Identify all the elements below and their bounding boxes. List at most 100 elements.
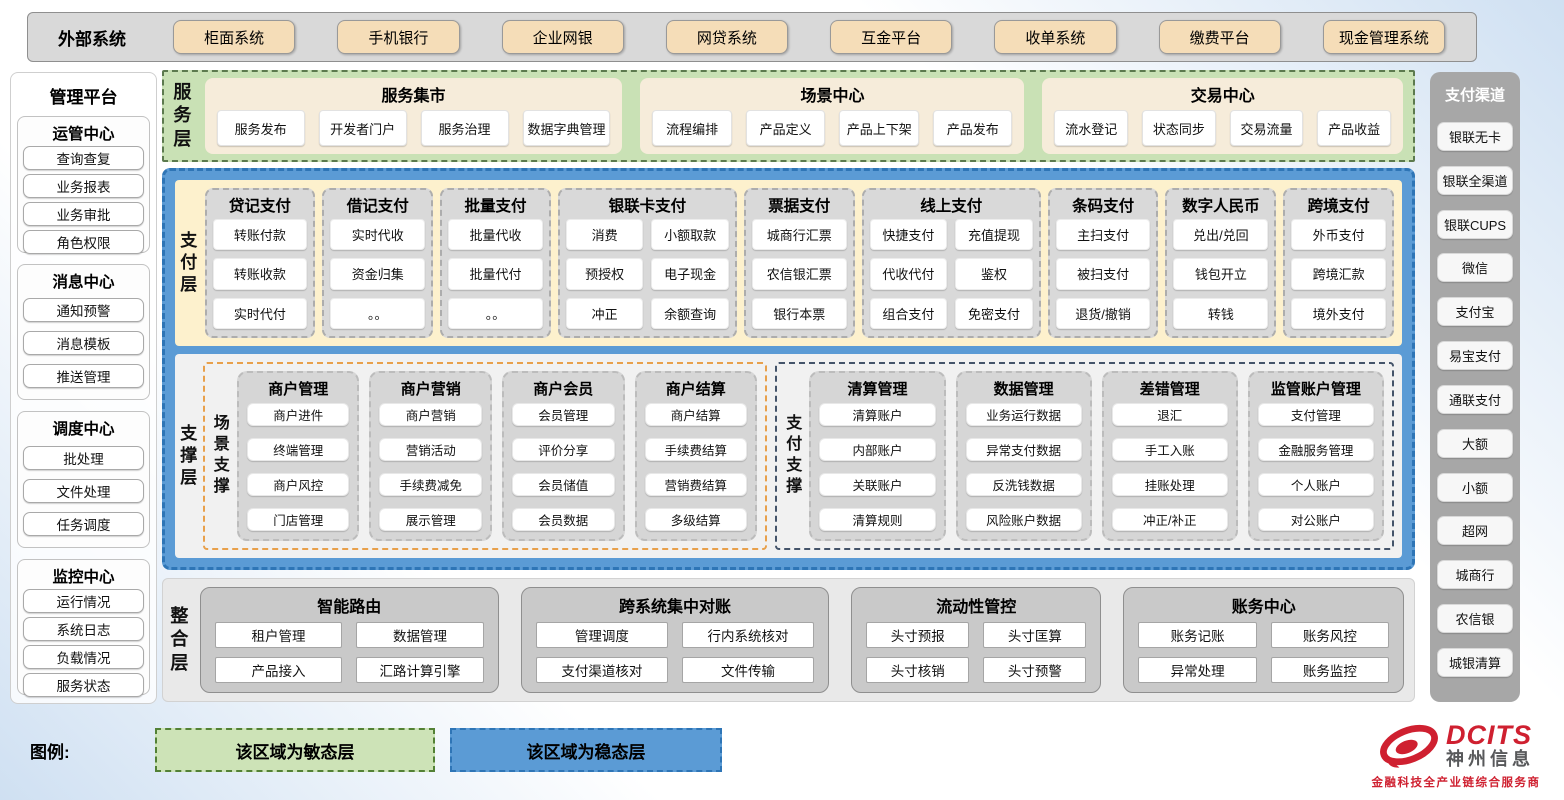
support-item-button[interactable]: 评价分享 [512,438,615,461]
support-item-button[interactable]: 商户风控 [246,473,350,496]
support-item-button[interactable]: 风险账户数据 [965,508,1082,531]
payment-item-button[interactable]: 小额取款 [651,219,729,251]
payment-item-button[interactable]: 快捷支付 [869,219,948,251]
payment-channel-button[interactable]: 支付宝 [1437,297,1513,327]
service-item-button[interactable]: 开发者门户 [318,110,407,146]
payment-channel-button[interactable]: 大额 [1437,428,1513,458]
payment-item-button[interactable]: 城商行汇票 [751,219,847,251]
integration-item-button[interactable]: 支付渠道核对 [535,657,668,683]
management-item-button[interactable]: 文件处理 [23,478,144,503]
support-item-button[interactable]: 手工入账 [1111,438,1228,461]
payment-item-button[interactable]: 。。 [448,297,543,329]
integration-item-button[interactable]: 管理调度 [535,622,668,648]
payment-channel-button[interactable]: 银联CUPS [1437,209,1513,239]
integration-item-button[interactable]: 汇路计算引擎 [356,657,484,683]
external-system-button[interactable]: 缴费平台 [1158,20,1281,54]
support-item-button[interactable]: 商户营销 [379,403,482,426]
payment-item-button[interactable]: 实时代付 [212,297,308,329]
support-item-button[interactable]: 冲正/补正 [1111,508,1228,531]
payment-channel-button[interactable]: 城商行 [1437,560,1513,590]
service-item-button[interactable]: 状态同步 [1142,110,1216,146]
payment-item-button[interactable]: 预授权 [565,258,644,290]
support-item-button[interactable]: 业务运行数据 [965,403,1082,426]
external-system-button[interactable]: 网贷系统 [665,20,788,54]
support-item-button[interactable]: 营销费结算 [644,473,748,496]
payment-item-button[interactable]: 转账付款 [212,219,308,251]
payment-channel-button[interactable]: 通联支付 [1437,384,1513,414]
management-item-button[interactable]: 业务审批 [23,202,144,226]
payment-item-button[interactable]: 代收代付 [869,258,948,290]
external-system-button[interactable]: 企业网银 [501,20,624,54]
support-item-button[interactable]: 反洗钱数据 [965,473,1082,496]
support-item-button[interactable]: 对公账户 [1257,508,1374,531]
payment-item-button[interactable]: 批量代收 [448,219,543,251]
management-item-button[interactable]: 批处理 [23,445,144,470]
service-item-button[interactable]: 交易流量 [1229,110,1304,146]
service-item-button[interactable]: 产品收益 [1317,110,1391,146]
integration-item-button[interactable]: 头寸核销 [866,657,970,683]
management-item-button[interactable]: 查询查复 [23,146,144,170]
payment-item-button[interactable]: 批量代付 [448,258,543,290]
support-item-button[interactable]: 清算账户 [819,403,936,426]
integration-item-button[interactable]: 数据管理 [356,622,484,648]
support-item-button[interactable]: 会员数据 [512,508,615,531]
support-item-button[interactable]: 手续费减免 [379,473,482,496]
support-item-button[interactable]: 支付管理 [1257,403,1374,426]
support-item-button[interactable]: 内部账户 [819,438,936,461]
payment-item-button[interactable]: 农信银汇票 [751,258,847,290]
support-item-button[interactable]: 会员管理 [512,403,615,426]
payment-item-button[interactable]: 免密支付 [955,297,1033,329]
support-item-button[interactable]: 商户进件 [246,403,350,426]
payment-item-button[interactable]: 组合支付 [869,297,948,329]
support-item-button[interactable]: 清算规则 [819,508,936,531]
support-item-button[interactable]: 退汇 [1111,403,1228,426]
management-item-button[interactable]: 推送管理 [23,364,144,389]
integration-item-button[interactable]: 头寸预警 [983,657,1087,683]
support-item-button[interactable]: 异常支付数据 [965,438,1082,461]
management-item-button[interactable]: 任务调度 [23,511,144,536]
management-item-button[interactable]: 消息模板 [23,331,144,356]
payment-item-button[interactable]: 充值提现 [955,219,1033,251]
payment-item-button[interactable]: 消费 [565,219,644,251]
payment-item-button[interactable]: 资金归集 [330,258,426,290]
integration-item-button[interactable]: 账务风控 [1270,622,1389,648]
service-item-button[interactable]: 流水登记 [1054,110,1129,146]
payment-item-button[interactable]: 兑出/兑回 [1173,219,1269,251]
support-item-button[interactable]: 手续费结算 [644,438,748,461]
integration-item-button[interactable]: 文件传输 [681,657,815,683]
payment-item-button[interactable]: 被扫支付 [1055,258,1151,290]
external-system-button[interactable]: 现金管理系统 [1322,20,1445,54]
payment-item-button[interactable]: 跨境汇款 [1291,258,1387,290]
support-item-button[interactable]: 终端管理 [246,438,350,461]
management-item-button[interactable]: 负载情况 [23,644,144,669]
payment-item-button[interactable]: 退货/撤销 [1055,297,1151,329]
external-system-button[interactable]: 手机银行 [337,20,460,54]
payment-channel-button[interactable]: 超网 [1437,516,1513,546]
integration-item-button[interactable]: 租户管理 [214,622,343,648]
external-system-button[interactable]: 收单系统 [994,20,1117,54]
service-item-button[interactable]: 产品上下架 [839,110,919,146]
service-item-button[interactable]: 数据字典管理 [522,110,611,146]
integration-item-button[interactable]: 账务记账 [1138,622,1257,648]
payment-item-button[interactable]: 实时代收 [330,219,426,251]
service-item-button[interactable]: 产品发布 [932,110,1013,146]
payment-item-button[interactable]: 主扫支付 [1055,219,1151,251]
integration-item-button[interactable]: 产品接入 [214,657,343,683]
integration-item-button[interactable]: 头寸匡算 [983,622,1087,648]
payment-item-button[interactable]: 余额查询 [651,297,729,329]
payment-item-button[interactable]: 鉴权 [955,258,1033,290]
support-item-button[interactable]: 关联账户 [819,473,936,496]
payment-item-button[interactable]: 外币支付 [1291,219,1387,251]
support-item-button[interactable]: 门店管理 [246,508,350,531]
payment-channel-button[interactable]: 易宝支付 [1437,341,1513,371]
integration-item-button[interactable]: 头寸预报 [866,622,970,648]
support-item-button[interactable]: 金融服务管理 [1257,438,1374,461]
management-item-button[interactable]: 服务状态 [23,672,144,697]
payment-item-button[interactable]: 银行本票 [751,297,847,329]
payment-channel-button[interactable]: 城银清算 [1437,647,1513,677]
external-system-button[interactable]: 互金平台 [830,20,953,54]
integration-item-button[interactable]: 异常处理 [1138,657,1257,683]
support-item-button[interactable]: 个人账户 [1257,473,1374,496]
payment-channel-button[interactable]: 微信 [1437,253,1513,283]
management-item-button[interactable]: 运行情况 [23,588,144,613]
